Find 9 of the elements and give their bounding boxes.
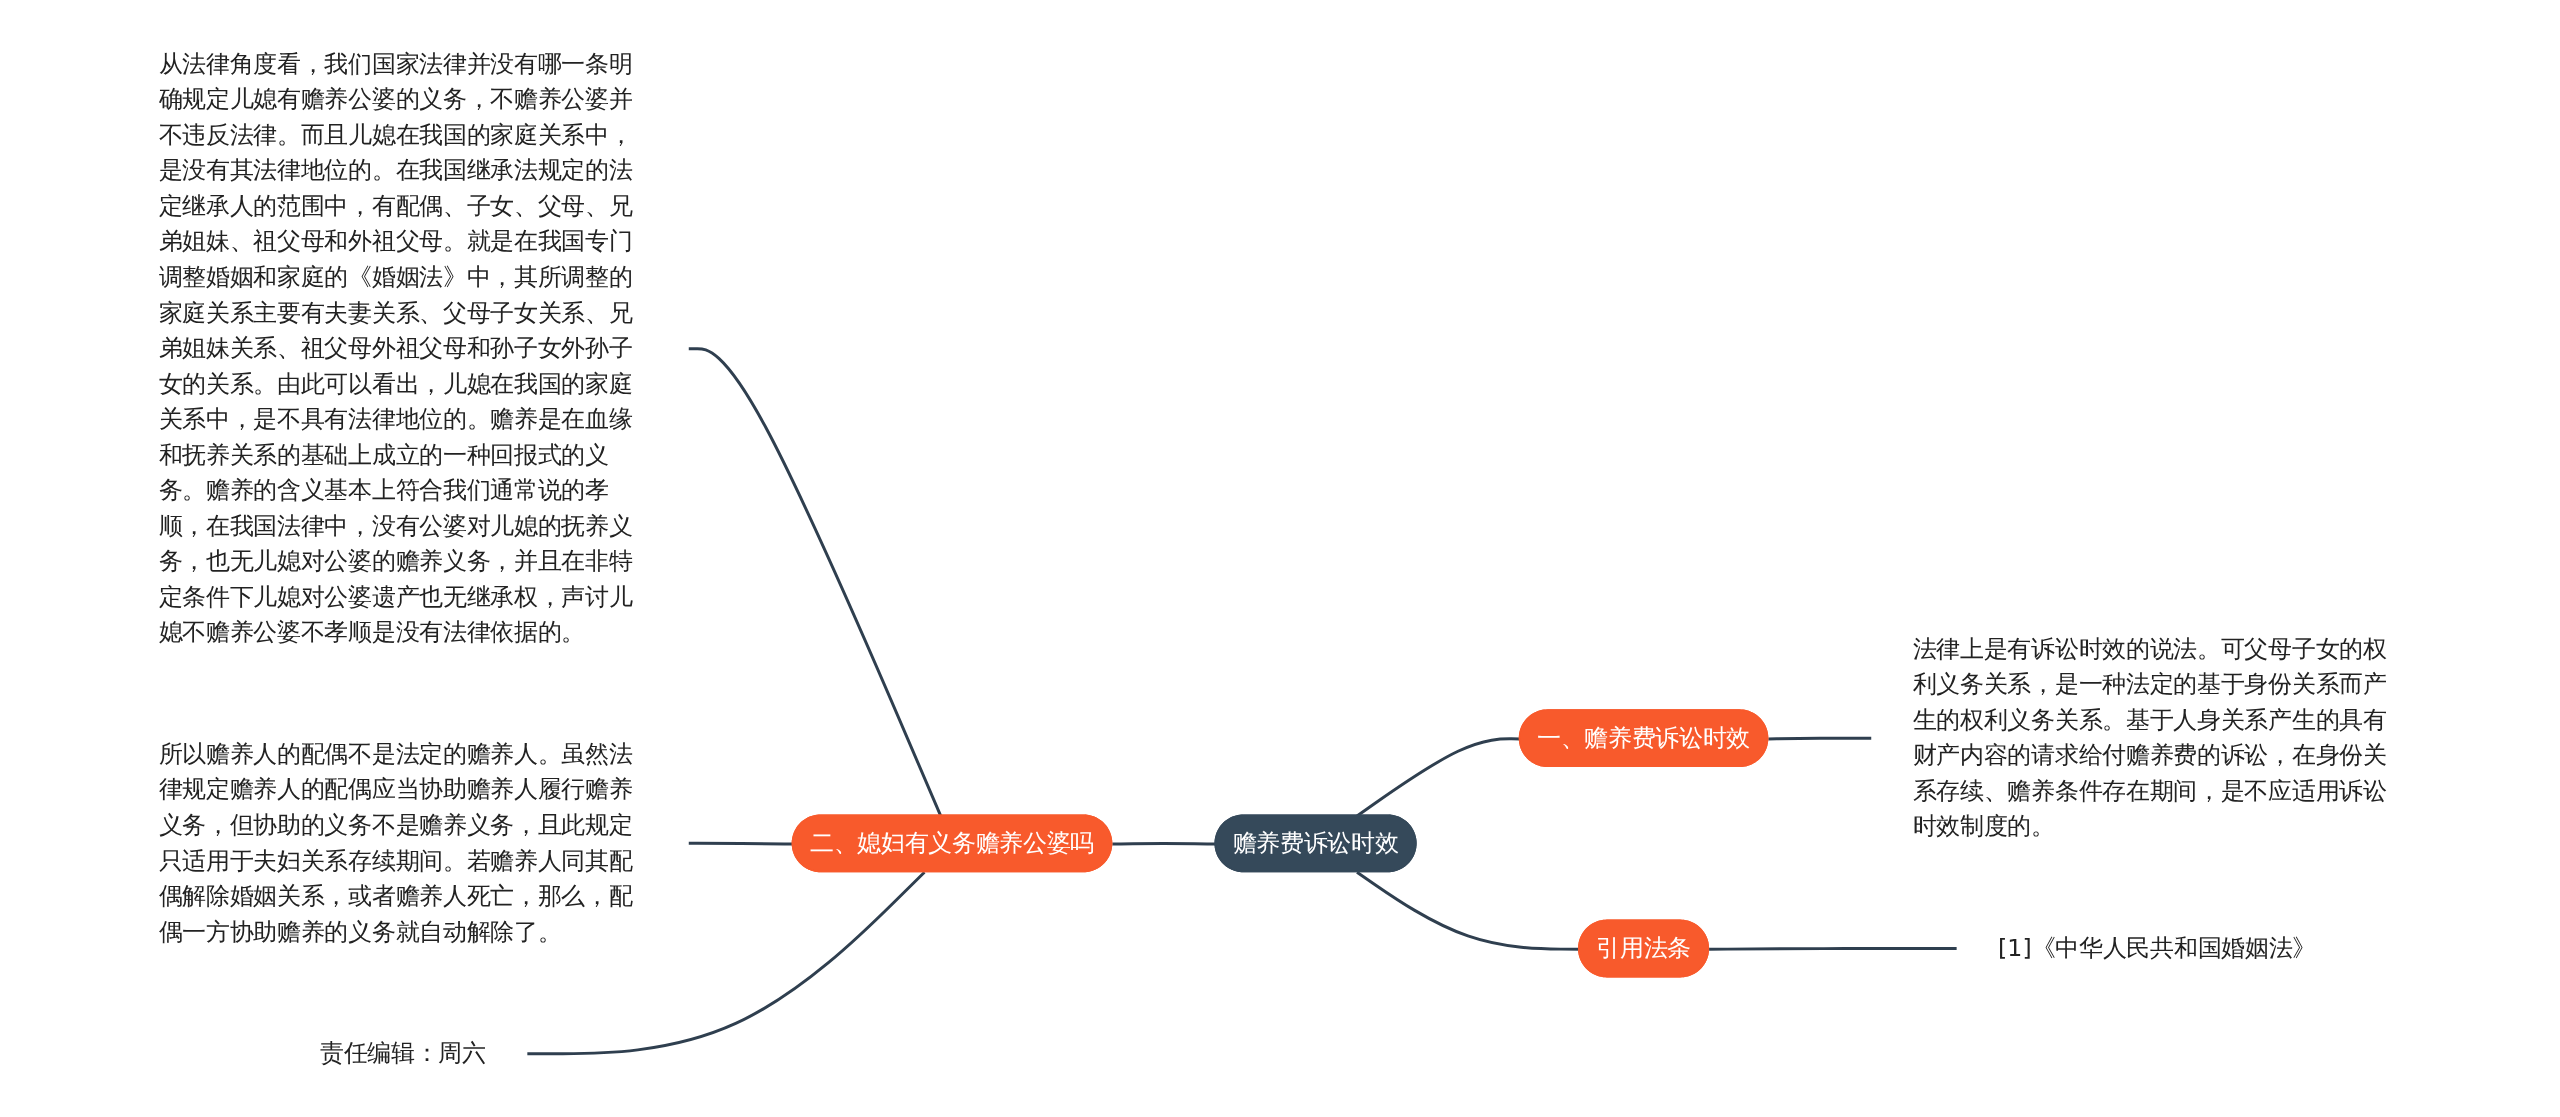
- connector: [1709, 946, 1957, 951]
- node-text: 法律上是有诉讼时效的说法。可父母子女的权利义务关系，是一种法定的基于身份关系而产生的权利义务关系。基于人身关系产生的具有财产内容的请求给付赡养费的诉讼，在身份关系存续、赡养条件存在期间，是不应适用诉讼时效制度的。: [1912, 634, 2387, 840]
- connector: [527, 870, 926, 1055]
- node-text: 所以赡养人的配偶不是法定的赡养人。虽然法律规定赡养人的配偶应当协助赡养人履行赡养义务，但协助的义务不是赡养义务，且此规定只适用于夫妇关系存续期间。若赡养人同其配偶解除婚姻关系，或者赡养人死亡，那么，配偶一方协助赡养的义务就自动解除了。: [158, 739, 633, 946]
- connector: [1112, 841, 1216, 846]
- node-text: 从法律角度看，我们国家法律并没有哪一条明确规定儿媳有赡养公婆的义务，不赡养公婆并不违反法律。而且儿媳在我国的家庭关系中，是没有其法律地位的。在我国继承法规定的法定继承人的范围中，有配偶、子女、父母、兄弟姐妹、祖父母和外祖父母。就是在我国专门调整婚姻和家庭的《婚姻法》中，其所调整的家庭关系主要有夫妻关系、父母子女关系、兄弟姐妹关系、祖父母外祖父母和孙子女外孙子女的关系。由此可以看出，儿媳在我国的家庭关系中，是不具有法律地位的。赡养是在血缘和抚养关系的基础上成立的一种回报式的义务。赡养的含义基本上符合我们通常说的孝顺，在我国法律中，没有公婆对儿媳的抚养义务，也无儿媳对公婆的赡养义务，并且在非特定条件下儿媳对公婆遗产也无继承权，声讨儿媳不赡养公婆不孝顺是没有法律依据的。: [158, 49, 633, 646]
- node-text: [1]《中华人民共和国婚姻法》: [1998, 933, 2317, 962]
- connector: [1768, 736, 1872, 740]
- node-text: 责任编辑：周六: [320, 1038, 486, 1067]
